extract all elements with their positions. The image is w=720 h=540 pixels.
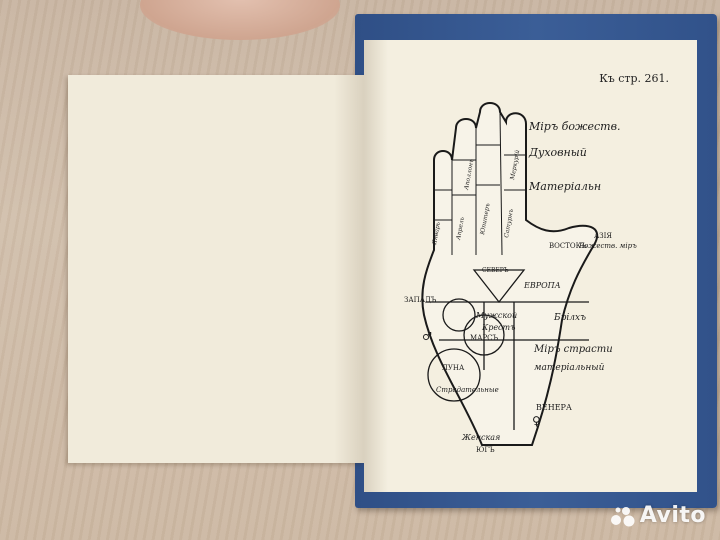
avito-watermark: Avito xyxy=(610,503,706,528)
label-mars: МАРСЪ xyxy=(470,334,499,342)
label-stradatelnye: Страдательные xyxy=(436,386,499,394)
label-brilkh: Брiлхъ xyxy=(553,313,586,323)
label-materialny2: матерiальный xyxy=(534,363,605,373)
label-mir-strasti: Мiръ страсти xyxy=(533,344,613,355)
label-evropa: ЕВРОПА xyxy=(523,281,561,290)
label-dukhovny: Духовный xyxy=(528,146,587,159)
venus-symbol-icon: ♀ xyxy=(532,414,541,428)
label-venera: ВЕНЕРА xyxy=(536,403,572,412)
label-yug: ЮГЪ xyxy=(476,446,495,454)
mars-symbol-icon: ♂ xyxy=(422,330,432,343)
left-blank-page xyxy=(68,75,364,463)
label-muzhskoy: Мужской xyxy=(475,311,517,320)
palmistry-hand-illustration: Мiръ божеств. Духовный Матерiальн АЗIЯ В… xyxy=(404,102,637,454)
label-vozhest-mir: Вожеств. мiръ xyxy=(578,242,637,250)
label-zhenskoy: Женская xyxy=(461,433,500,442)
label-zapad: ЗАПАДЪ xyxy=(404,296,437,304)
watermark-text: Avito xyxy=(639,503,706,528)
avito-logo-icon xyxy=(610,506,635,526)
label-luna: ЛУНА xyxy=(442,364,465,372)
label-vostok: ВОСТОКЪ xyxy=(549,242,587,250)
finger-label-4: Сатурнъ xyxy=(503,208,515,238)
label-krest: Крестъ xyxy=(481,323,515,332)
finger-label-2: Апрель xyxy=(455,217,466,242)
label-mir-bozh: Мiръ божеств. xyxy=(528,120,621,133)
page-reference: Къ стр. 261. xyxy=(599,72,669,85)
right-page: Къ стр. 261. Мiръ божеств. Духовный Мате… xyxy=(364,40,697,492)
finger-label-1: Январь xyxy=(431,221,442,246)
label-sever: СЕВЕРЪ xyxy=(482,267,509,274)
label-aziya: АЗIЯ xyxy=(594,232,612,240)
label-materialny: Матерiальн xyxy=(528,180,601,193)
